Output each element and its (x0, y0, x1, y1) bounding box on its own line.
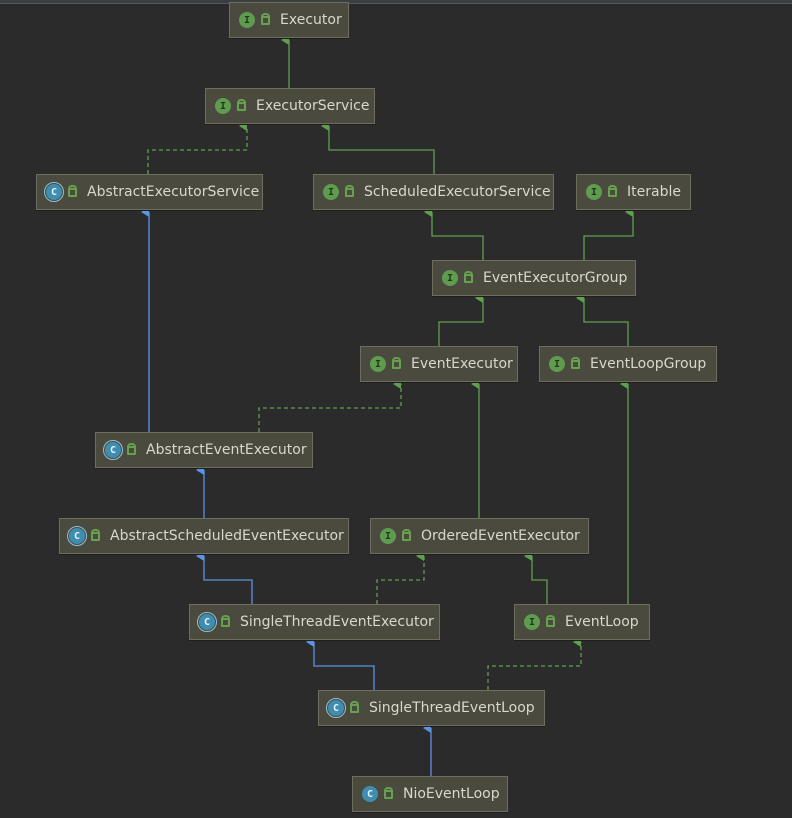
abstract-class-icon: C (67, 526, 87, 546)
public-access-icon (392, 356, 401, 369)
abstract-class-icon: C (103, 440, 123, 460)
public-access-icon (68, 184, 77, 197)
public-access-icon (345, 184, 354, 197)
abstract-class-icon: C (44, 182, 64, 202)
public-access-icon (221, 614, 230, 627)
abstract-class-icon: C (326, 698, 346, 718)
public-access-icon (546, 614, 555, 627)
node-abstract-executor-service[interactable]: C AbstractExecutorService (36, 174, 263, 210)
node-label: EventLoopGroup (590, 356, 707, 372)
edge-event-executor-group-to-iterable (583, 207, 634, 260)
edge-single-thread-event-executor-to-ordered-event-executor (376, 551, 425, 604)
public-access-icon (127, 442, 136, 455)
public-access-icon (402, 528, 411, 541)
edge-scheduled-executor-service-to-executor-service (321, 121, 435, 174)
node-scheduled-executor-service[interactable]: I ScheduledExecutorService (313, 174, 554, 210)
node-label: ExecutorService (256, 98, 370, 114)
node-label: SingleThreadEventExecutor (240, 614, 434, 630)
interface-icon: I (549, 356, 565, 372)
node-single-thread-event-executor[interactable]: C SingleThreadEventExecutor (189, 604, 440, 640)
edge-single-thread-event-loop-to-single-thread-event-executor (306, 637, 375, 690)
interface-icon: I (380, 528, 396, 544)
node-event-executor-group[interactable]: I EventExecutorGroup (432, 260, 636, 296)
public-access-icon (261, 12, 270, 25)
node-label: AbstractExecutorService (87, 184, 260, 200)
abstract-class-icon: C (197, 612, 217, 632)
interface-icon: I (524, 614, 540, 630)
node-executor[interactable]: I Executor (229, 2, 349, 38)
public-access-icon (608, 184, 617, 197)
interface-icon: I (323, 184, 339, 200)
interface-icon: I (442, 270, 458, 286)
node-label: Executor (280, 12, 342, 28)
node-label: Iterable (627, 184, 681, 200)
node-label: EventExecutor (411, 356, 513, 372)
edge-single-thread-event-loop-to-event-loop (487, 637, 582, 690)
interface-icon: I (370, 356, 386, 372)
node-label: OrderedEventExecutor (421, 528, 580, 544)
edge-abstract-executor-service-to-executor-service (147, 121, 248, 174)
class-icon: C (362, 786, 378, 802)
node-label: EventExecutorGroup (483, 270, 628, 286)
node-iterable[interactable]: I Iterable (576, 174, 691, 210)
node-abstract-scheduled-event-executor[interactable]: C AbstractScheduledEventExecutor (59, 518, 349, 554)
node-single-thread-event-loop[interactable]: C SingleThreadEventLoop (318, 690, 545, 726)
window-top-border (0, 0, 792, 4)
node-label: AbstractEventExecutor (146, 442, 307, 458)
public-access-icon (91, 528, 100, 541)
node-event-loop[interactable]: I EventLoop (514, 604, 650, 640)
node-executor-service[interactable]: I ExecutorService (205, 88, 375, 124)
interface-icon: I (586, 184, 602, 200)
node-label: EventLoop (565, 614, 639, 630)
node-label: ScheduledExecutorService (364, 184, 551, 200)
node-label: NioEventLoop (403, 786, 500, 802)
edge-event-loop-to-ordered-event-executor (524, 551, 548, 604)
public-access-icon (237, 98, 246, 111)
public-access-icon (350, 700, 359, 713)
edge-event-executor-to-event-executor-group (438, 293, 484, 346)
interface-icon: I (239, 12, 255, 28)
public-access-icon (464, 270, 473, 283)
edge-event-executor-group-to-scheduled-executor-service (424, 207, 484, 260)
node-ordered-event-executor[interactable]: I OrderedEventExecutor (370, 518, 589, 554)
node-event-executor[interactable]: I EventExecutor (360, 346, 518, 382)
node-nio-event-loop[interactable]: C NioEventLoop (352, 776, 508, 812)
node-event-loop-group[interactable]: I EventLoopGroup (539, 346, 717, 382)
public-access-icon (571, 356, 580, 369)
node-label: SingleThreadEventLoop (369, 700, 535, 716)
edge-abstract-event-executor-to-event-executor (258, 379, 402, 432)
node-abstract-event-executor[interactable]: C AbstractEventExecutor (95, 432, 313, 468)
interface-icon: I (215, 98, 231, 114)
edge-single-thread-event-executor-to-abstract-scheduled-event-executor (196, 551, 253, 604)
edge-event-loop-group-to-event-executor-group (576, 293, 629, 346)
public-access-icon (384, 786, 393, 799)
node-label: AbstractScheduledEventExecutor (110, 528, 344, 544)
